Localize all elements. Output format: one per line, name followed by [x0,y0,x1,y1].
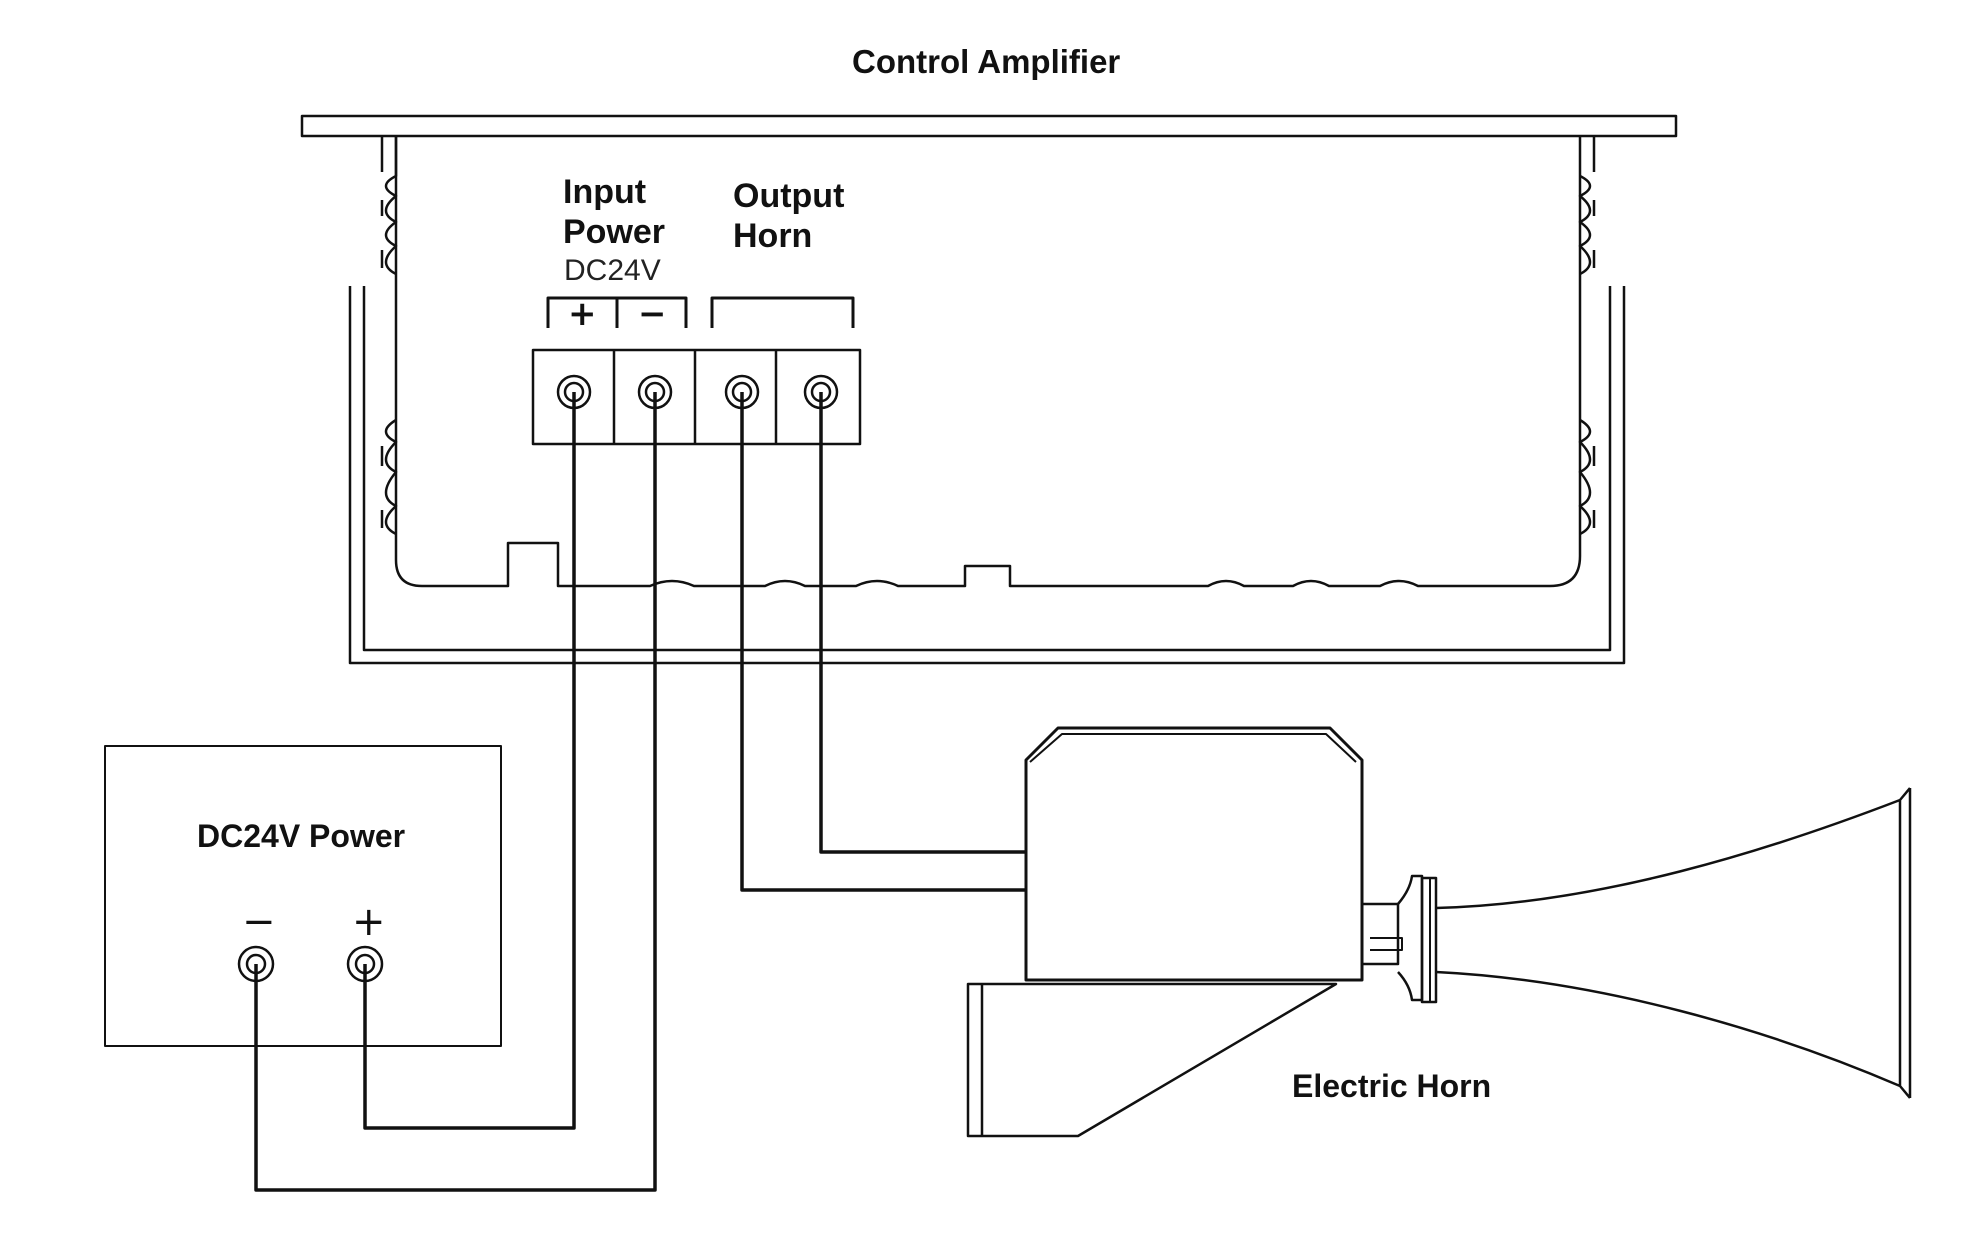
power-minus-label: − [242,899,276,945]
amplifier-mounting-plate [300,114,1678,138]
input-voltage-label: DC24V [564,254,661,287]
horn-mounting-bracket [966,982,1338,1138]
wire-horn-1 [740,392,1026,892]
input-minus-label: − [638,294,667,334]
wire-power-minus [254,392,657,1192]
amplifier-body [394,136,1582,588]
power-plus-label: + [352,899,386,945]
power-supply-box [104,745,502,1047]
wire-horn-2 [819,392,1026,854]
diagram-title: Control Amplifier [852,43,1121,80]
horn-neck [1362,874,1438,1004]
amplifier-fins-right [1578,174,1592,536]
horn-driver-box [1024,726,1364,982]
output-bracket [710,296,855,328]
output-horn-label: Output Horn [733,177,845,255]
input-plus-label: + [568,294,597,334]
horn-bell [1435,787,1912,1099]
input-bracket [546,296,688,328]
terminal-block [531,348,862,446]
power-supply-label: DC24V Power [197,818,406,854]
horn-label: Electric Horn [1292,1068,1492,1104]
amplifier-outer-bracket [348,286,1626,665]
amplifier-fins-left [384,136,398,536]
wire-power-plus [363,392,576,1130]
input-power-label: Input Power [563,173,666,251]
